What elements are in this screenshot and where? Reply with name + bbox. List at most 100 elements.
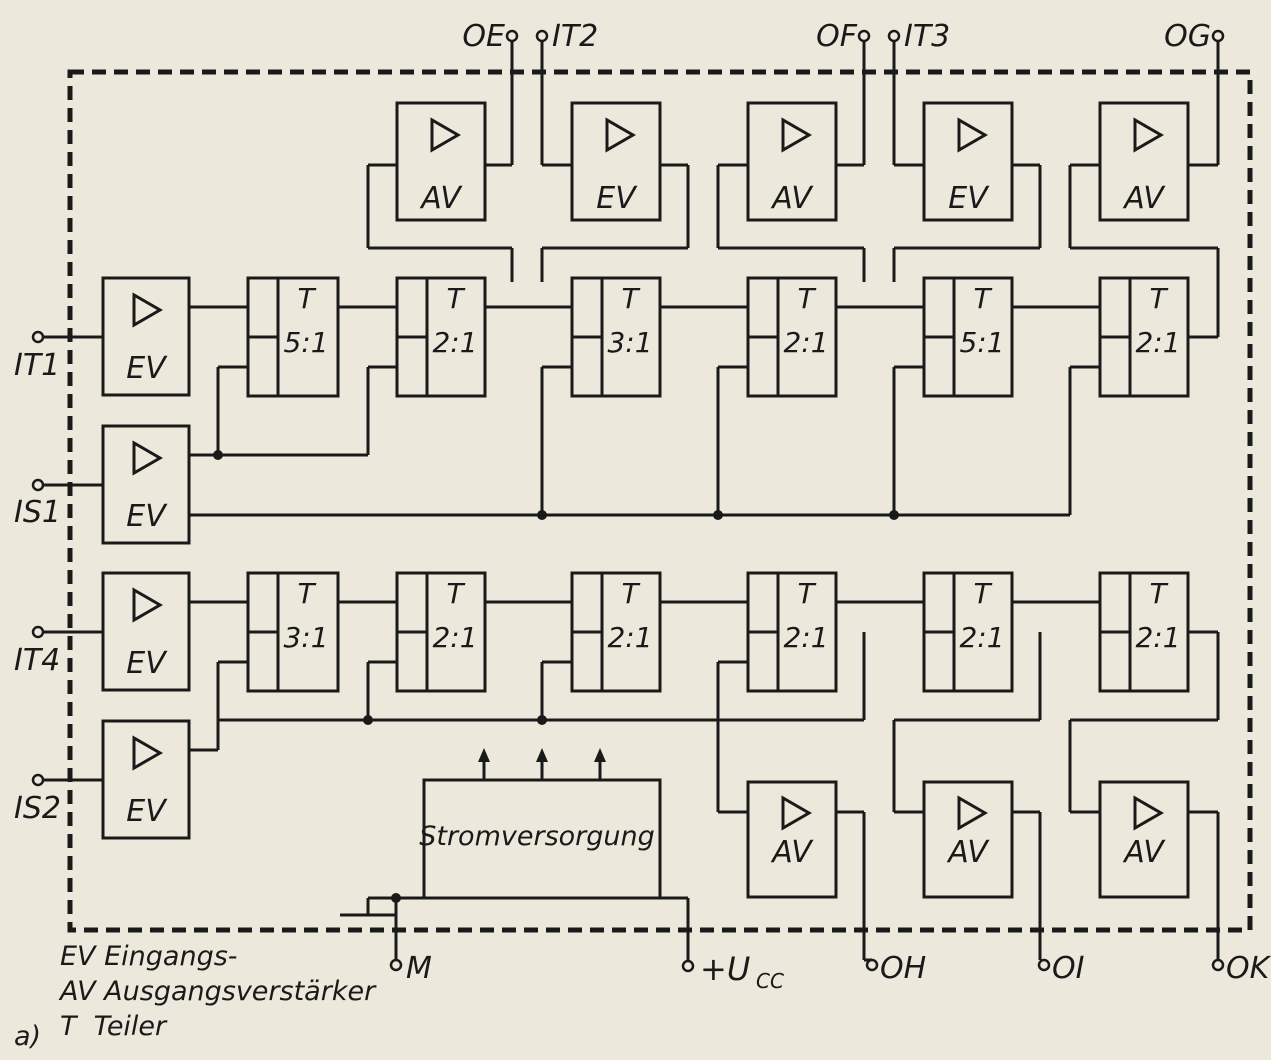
input-ev-it4: EV <box>101 571 191 692</box>
legend: EV Eingangs- AV Ausgangsverstärker T Tei… <box>14 941 377 1052</box>
junctions <box>213 450 899 903</box>
divider-label: T <box>621 577 640 610</box>
divider-bottom-2: T 2:1 <box>395 571 487 693</box>
ic-outline <box>67 69 1253 933</box>
amplifier-triangle-icon <box>430 117 462 153</box>
pin-label-it2: IT2 <box>552 19 598 54</box>
divider-top-4: T 2:1 <box>746 276 838 398</box>
divider-ratio: 2:1 <box>607 621 652 654</box>
figure-label: a) <box>14 1021 41 1052</box>
divider-bottom-5: T 2:1 <box>922 571 1014 693</box>
pin-label-is2: IS2 <box>14 791 61 826</box>
amplifier-triangle-icon <box>781 795 813 831</box>
amplifier-triangle-icon <box>132 292 164 328</box>
input-ev-is2: EV <box>101 719 191 840</box>
power-supply-label: Stromversorgung <box>419 821 655 852</box>
amp-label: AV <box>946 835 990 870</box>
divider-ratio: 3:1 <box>283 621 328 654</box>
divider-bottom-4: T 2:1 <box>746 571 838 693</box>
divider-ratio: 2:1 <box>432 326 477 359</box>
pin-label-oe: OE <box>462 19 505 54</box>
divider-label: T <box>621 282 640 315</box>
pin-it2-terminal <box>535 29 549 43</box>
divider-label: T <box>1149 577 1168 610</box>
divider-label: T <box>446 282 465 315</box>
divider-ratio: 2:1 <box>1135 326 1180 359</box>
divider-top-2: T 2:1 <box>395 276 487 398</box>
divider-top-6: T 2:1 <box>1098 276 1190 398</box>
pin-of-terminal <box>857 29 871 43</box>
divider-top-5: T 5:1 <box>922 276 1014 398</box>
pin-label-oi: OI <box>1052 951 1085 986</box>
divider-ratio: 2:1 <box>1135 621 1180 654</box>
amp-av-1: AV <box>395 101 487 222</box>
pin-m-terminal <box>389 958 403 972</box>
input-ev-it1: EV <box>101 276 191 397</box>
bottom-divider-row: T 3:1 T 2:1 T 2:1 T 2:1 T <box>246 571 1190 693</box>
divider-top-3: T 3:1 <box>570 276 662 398</box>
amp-label: EV <box>126 794 168 829</box>
divider-ratio: 2:1 <box>783 326 828 359</box>
legend-line-3: T Teiler <box>60 1011 168 1042</box>
legend-line-2: AV Ausgangsverstärker <box>58 976 377 1007</box>
divider-ratio: 5:1 <box>283 326 328 359</box>
amp-label: EV <box>126 646 168 681</box>
divider-bottom-3: T 2:1 <box>570 571 662 693</box>
pin-og-terminal <box>1211 29 1225 43</box>
divider-label: T <box>446 577 465 610</box>
amp-av-oh: AV <box>746 780 838 899</box>
divider-top-1: T 5:1 <box>246 276 340 398</box>
amplifier-triangle-icon <box>1133 117 1165 153</box>
divider-label: T <box>797 282 816 315</box>
amp-label: AV <box>770 835 814 870</box>
pin-label-it4: IT4 <box>14 643 60 678</box>
divider-label: T <box>1149 282 1168 315</box>
amp-av-ok: AV <box>1098 780 1190 899</box>
input-amps: EV EV EV EV <box>101 276 191 840</box>
divider-ratio: 2:1 <box>783 621 828 654</box>
amplifier-triangle-icon <box>605 117 637 153</box>
pin-ok-terminal <box>1211 958 1225 972</box>
pin-is2-terminal <box>31 773 45 787</box>
pin-label-is1: IS1 <box>14 495 61 530</box>
pin-label-of: OF <box>816 19 858 54</box>
amp-label: AV <box>770 181 814 216</box>
amp-av-3: AV <box>1098 101 1190 222</box>
pin-label-ucc-subscript: CC <box>756 969 784 993</box>
divider-ratio: 2:1 <box>959 621 1004 654</box>
pin-label-m: M <box>406 951 432 986</box>
divider-label: T <box>297 577 316 610</box>
amp-label: EV <box>126 499 168 534</box>
divider-ratio: 5:1 <box>959 326 1004 359</box>
pin-oh-terminal <box>865 958 879 972</box>
pin-label-it1: IT1 <box>14 348 60 383</box>
pin-label-ok: OK <box>1226 951 1271 986</box>
divider-label: T <box>973 282 992 315</box>
pins: OE IT2 OF IT3 OG IT1 IS1 IT4 IS2 M +U CC… <box>14 19 1271 993</box>
pin-label-ucc: +U <box>700 950 750 988</box>
divider-ratio: 2:1 <box>432 621 477 654</box>
wires <box>42 40 1220 962</box>
amplifier-triangle-icon <box>781 117 813 153</box>
divider-label: T <box>797 577 816 610</box>
divider-ratio: 3:1 <box>607 326 652 359</box>
amp-label: EV <box>948 181 990 216</box>
amplifier-triangle-icon <box>957 117 989 153</box>
amp-label: AV <box>1122 181 1166 216</box>
pin-ucc-terminal <box>681 959 695 973</box>
bottom-amp-row: AV AV AV <box>746 780 1190 899</box>
divider-bottom-6: T 2:1 <box>1098 571 1190 693</box>
amp-ev-2: EV <box>922 101 1014 222</box>
power-supply: Stromversorgung <box>419 778 662 900</box>
amp-av-2: AV <box>746 101 838 222</box>
pin-oi-terminal <box>1037 958 1051 972</box>
pin-label-og: OG <box>1164 19 1211 54</box>
amplifier-triangle-icon <box>132 440 164 476</box>
amp-label: EV <box>596 181 638 216</box>
amp-label: AV <box>1122 835 1166 870</box>
amplifier-triangle-icon <box>957 795 989 831</box>
input-ev-is1: EV <box>101 424 191 545</box>
pin-label-oh: OH <box>880 951 926 986</box>
pin-label-it3: IT3 <box>904 19 950 54</box>
